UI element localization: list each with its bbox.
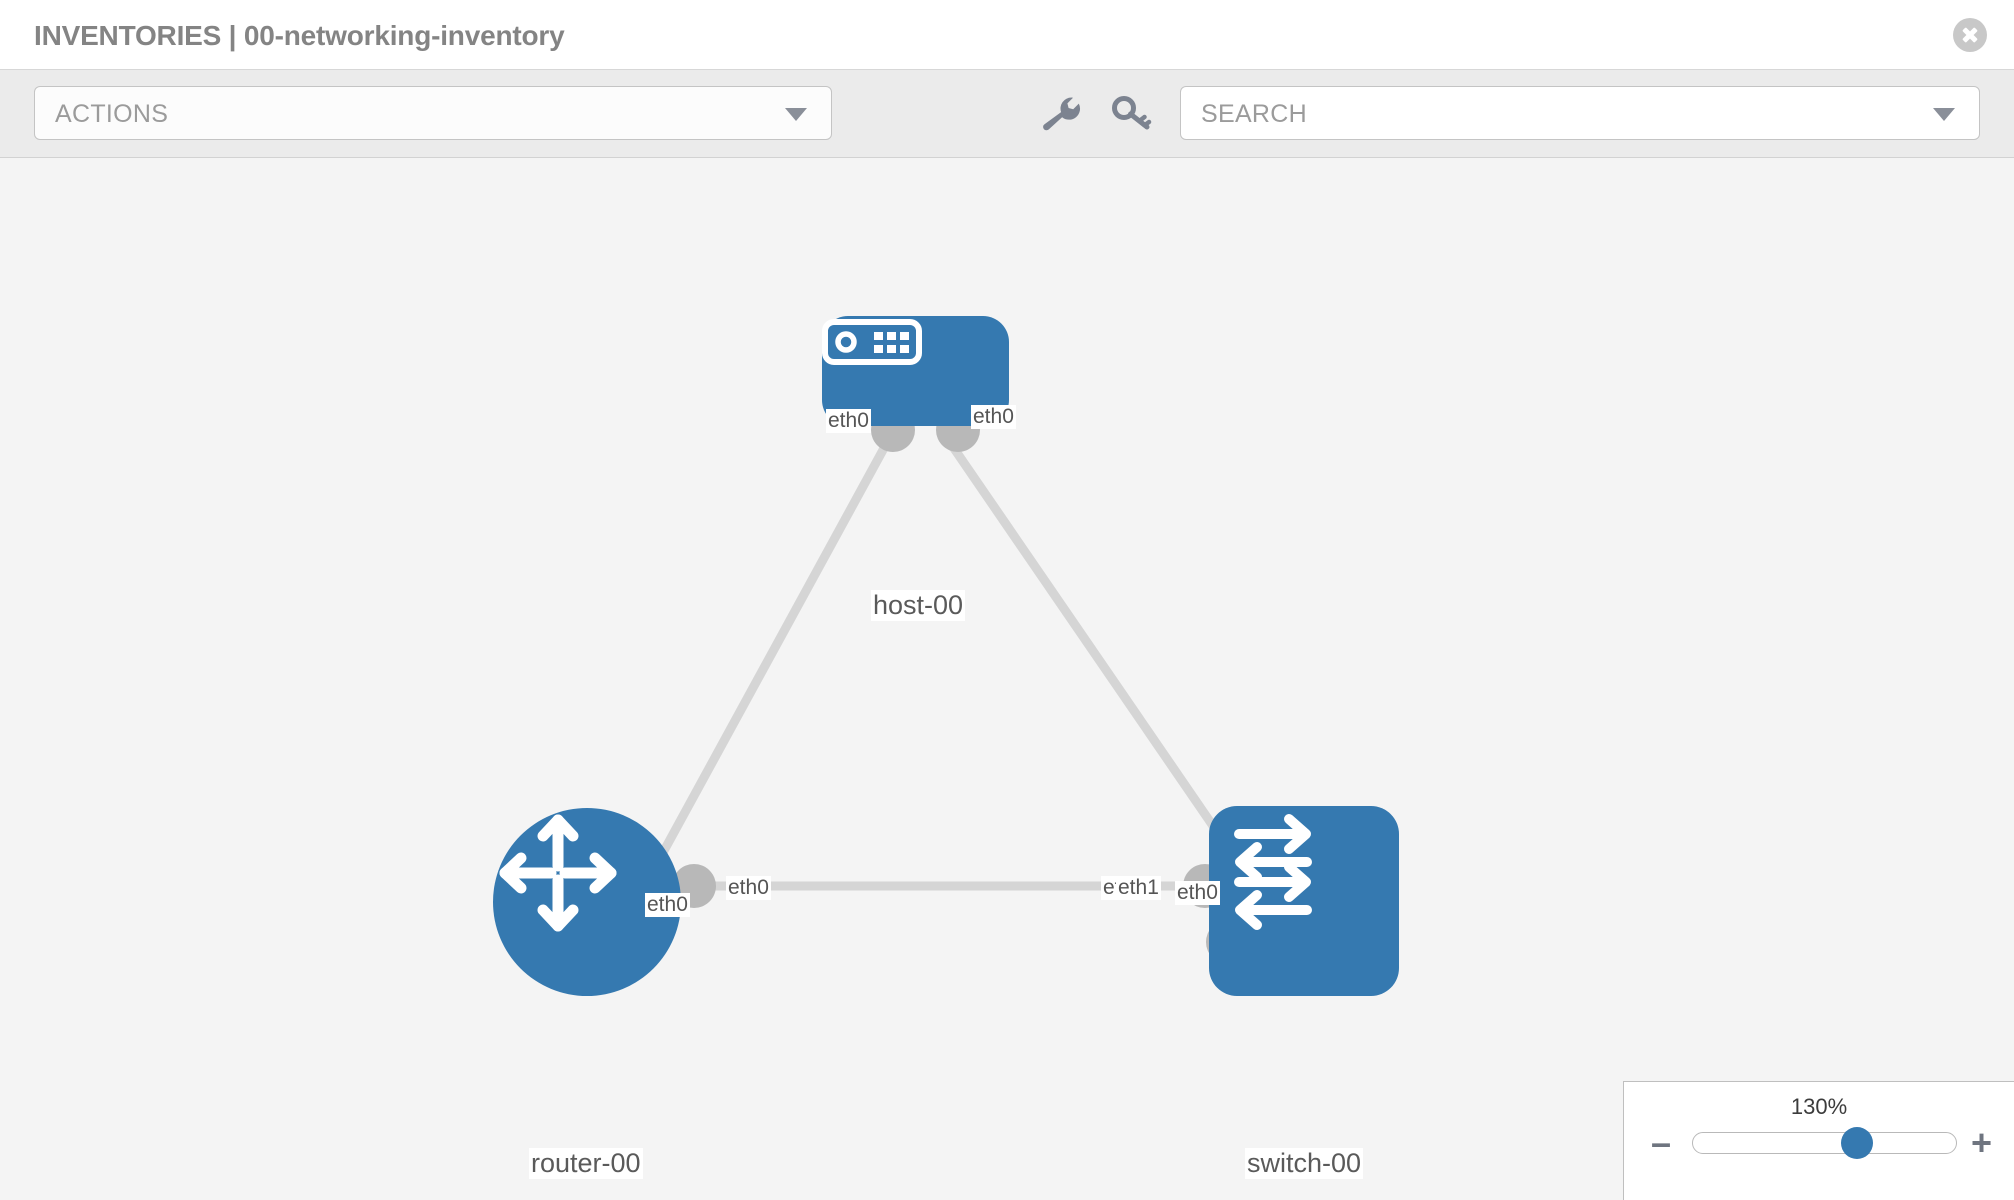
node-switch-00[interactable] — [1209, 806, 1399, 996]
link-label-host-left: eth0 — [826, 409, 871, 433]
node-label-switch-00: switch-00 — [1245, 1148, 1364, 1179]
server-icon — [822, 319, 922, 365]
chevron-down-icon — [1933, 108, 1955, 121]
router-arrows-icon — [499, 814, 617, 932]
zoom-in-button[interactable]: + — [1970, 1122, 1992, 1163]
page-header: INVENTORIES | 00-networking-inventory — [0, 0, 2014, 70]
node-label-router-00: router-00 — [529, 1148, 643, 1179]
zoom-out-button[interactable]: – — [1651, 1122, 1672, 1163]
page-title: INVENTORIES | 00-networking-inventory — [34, 20, 565, 51]
actions-dropdown[interactable]: ACTIONS — [34, 86, 832, 140]
topology-graph: eth0 eth0 eth0 eth0 eth0 eth eth1 host-0… — [0, 158, 2014, 1200]
zoom-level-value: 130% — [1790, 1094, 1848, 1119]
link-label-router-up: eth0 — [645, 893, 690, 917]
link-label-host-right: eth0 — [971, 405, 1016, 429]
actions-dropdown-label: ACTIONS — [55, 100, 169, 128]
topology-links — [656, 425, 1239, 891]
link-label-router-right: eth0 — [726, 876, 771, 900]
link-router-host — [656, 425, 899, 861]
link-label-switch-up: eth0 — [1175, 881, 1220, 905]
key-icon[interactable] — [1110, 94, 1154, 134]
zoom-slider-thumb[interactable] — [1841, 1127, 1874, 1159]
link-label-switch-left-b: eth1 — [1116, 876, 1161, 900]
link-host-switch — [936, 425, 1239, 861]
wrench-icon[interactable] — [1040, 94, 1084, 134]
search-placeholder: SEARCH — [1201, 100, 1307, 128]
switch-arrows-icon — [1234, 814, 1312, 930]
toolbar: ACTIONS SEARCH — [0, 70, 2014, 158]
search-input[interactable]: SEARCH — [1180, 86, 1980, 140]
close-icon[interactable] — [1953, 18, 1987, 52]
node-label-host-00: host-00 — [871, 590, 966, 621]
topology-canvas[interactable]: eth0 eth0 eth0 eth0 eth0 eth eth1 host-0… — [0, 158, 2014, 1200]
zoom-control-panel: 130% – + — [1623, 1081, 2014, 1200]
zoom-slider[interactable] — [1692, 1127, 1957, 1159]
chevron-down-icon — [785, 108, 807, 121]
